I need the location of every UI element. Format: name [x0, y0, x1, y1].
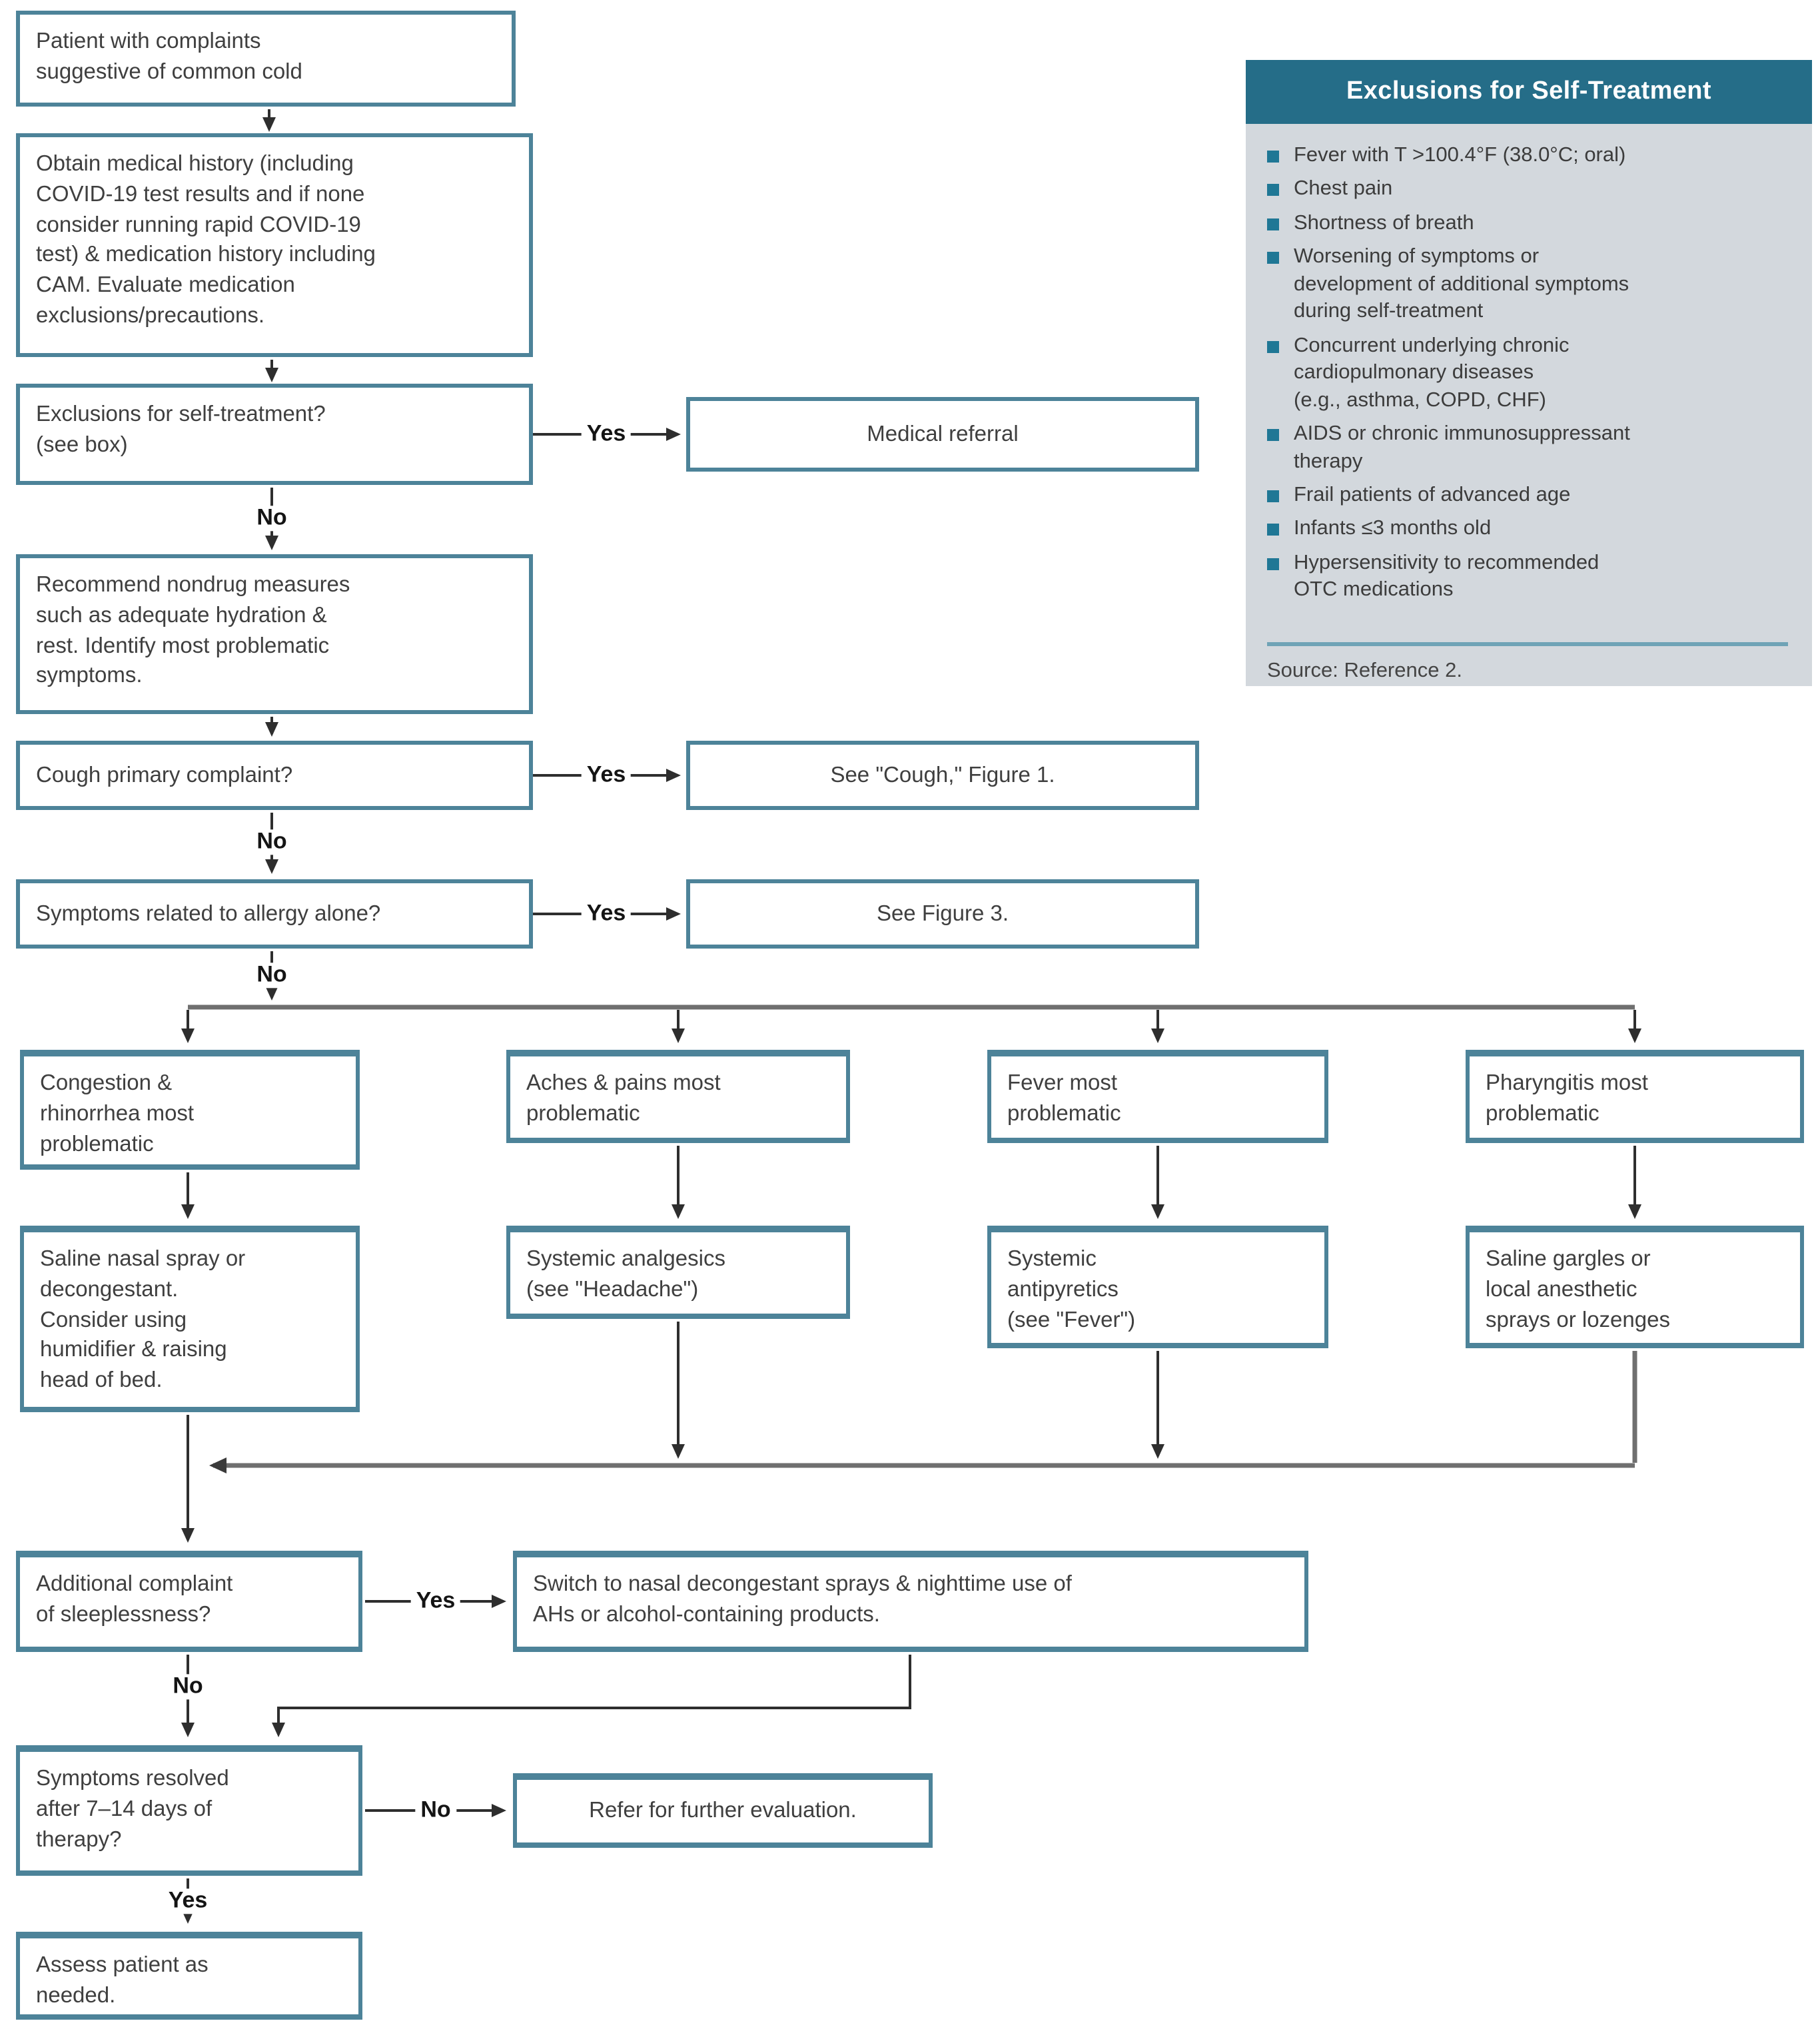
- exclusion-item-text: Chest pain: [1294, 177, 1393, 201]
- node-allergy-question: Symptoms related to allergy alone?: [16, 879, 533, 949]
- exclusion-item-text: Concurrent underlying chronic cardiopulm…: [1294, 334, 1570, 412]
- node-refer-further-evaluation: Refer for further evaluation.: [513, 1773, 933, 1848]
- node-see-cough-figure1: See "Cough," Figure 1.: [686, 741, 1199, 810]
- edge-label-no-allergy: No: [251, 962, 292, 988]
- edge-label-no-resolved: No: [415, 1797, 456, 1823]
- exclusion-item-text: AIDS or chronic immunosuppressant therap…: [1294, 422, 1630, 473]
- exclusions-panel-title: Exclusions for Self-Treatment: [1246, 60, 1812, 124]
- panel-source-text: Source: Reference 2.: [1267, 659, 1462, 682]
- exclusion-item-text: Infants ≤3 months old: [1294, 517, 1492, 540]
- node-aches-pains: Aches & pains most problematic: [506, 1050, 850, 1143]
- node-symptoms-resolved-question: Symptoms resolved after 7–14 days of the…: [16, 1745, 362, 1876]
- bullet-square-icon: [1267, 218, 1279, 230]
- node-start: Patient with complaints suggestive of co…: [16, 11, 516, 107]
- exclusions-panel: Exclusions for Self-Treatment Fever with…: [1246, 60, 1812, 686]
- exclusion-list-item: Shortness of breath: [1264, 210, 1791, 238]
- node-sleeplessness-question: Additional complaint of sleeplessness?: [16, 1551, 362, 1652]
- bullet-square-icon: [1267, 252, 1279, 264]
- edge-label-no-cough: No: [251, 829, 292, 855]
- exclusion-item-text: Hypersensitivity to recommended OTC medi…: [1294, 551, 1599, 602]
- bullet-square-icon: [1267, 558, 1279, 570]
- node-cough-question: Cough primary complaint?: [16, 741, 533, 810]
- node-see-figure3: See Figure 3.: [686, 879, 1199, 949]
- edge-label-yes-cough: Yes: [581, 762, 632, 788]
- node-assess-patient: Assess patient as needed.: [16, 1932, 362, 2020]
- bullet-square-icon: [1267, 340, 1279, 353]
- bullet-square-icon: [1267, 429, 1279, 442]
- node-exclusions-question: Exclusions for self-treatment? (see box): [16, 384, 533, 485]
- node-pharyngitis-problematic: Pharyngitis most problematic: [1466, 1050, 1804, 1143]
- exclusion-list-item: Fever with T >100.4°F (38.0°C; oral): [1264, 143, 1791, 170]
- bullet-square-icon: [1267, 524, 1279, 536]
- exclusion-item-text: Fever with T >100.4°F (38.0°C; oral): [1294, 144, 1626, 167]
- exclusion-list-item: Hypersensitivity to recommended OTC medi…: [1264, 550, 1791, 605]
- exclusion-list-item: Frail patients of advanced age: [1264, 482, 1791, 510]
- exclusion-item-text: Shortness of breath: [1294, 211, 1474, 234]
- bullet-square-icon: [1267, 490, 1279, 502]
- node-medical-referral: Medical referral: [686, 397, 1199, 472]
- exclusion-list-item: Infants ≤3 months old: [1264, 516, 1791, 544]
- edge-label-yes-resolved: Yes: [163, 1888, 213, 1914]
- exclusion-list-item: Chest pain: [1264, 177, 1791, 204]
- exclusion-list-item: AIDS or chronic immunosuppressant therap…: [1264, 421, 1791, 476]
- edge-label-yes-referral: Yes: [581, 421, 632, 447]
- bullet-square-icon: [1267, 184, 1279, 197]
- node-saline-gargles: Saline gargles or local anesthetic spray…: [1466, 1226, 1804, 1348]
- node-saline-nasal-spray: Saline nasal spray or decongestant. Cons…: [20, 1226, 360, 1412]
- node-systemic-antipyretics: Systemic antipyretics (see "Fever"): [987, 1226, 1328, 1348]
- edge-label-yes-sleeplessness: Yes: [410, 1588, 461, 1614]
- exclusion-item-text: Worsening of symptoms or development of …: [1294, 245, 1629, 323]
- node-switch-nasal-sprays: Switch to nasal decongestant sprays & ni…: [513, 1551, 1308, 1652]
- exclusion-item-text: Frail patients of advanced age: [1294, 483, 1571, 506]
- node-medical-history: Obtain medical history (including COVID-…: [16, 133, 533, 357]
- edge-label-no-sleeplessness: No: [167, 1673, 209, 1699]
- node-nondrug-measures: Recommend nondrug measures such as adequ…: [16, 554, 533, 714]
- exclusion-list-item: Concurrent underlying chronic cardiopulm…: [1264, 332, 1791, 414]
- node-fever-problematic: Fever most problematic: [987, 1050, 1328, 1143]
- exclusions-panel-body: Fever with T >100.4°F (38.0°C; oral) Che…: [1246, 124, 1812, 625]
- bullet-square-icon: [1267, 151, 1279, 163]
- panel-divider: [1267, 641, 1788, 646]
- edge-label-no-exclusions: No: [251, 505, 292, 531]
- node-congestion-rhinorrhea: Congestion & rhinorrhea most problematic: [20, 1050, 360, 1170]
- node-systemic-analgesics: Systemic analgesics (see "Headache"): [506, 1226, 850, 1319]
- edge-label-yes-allergy: Yes: [581, 901, 632, 927]
- exclusion-list-item: Worsening of symptoms or development of …: [1264, 244, 1791, 326]
